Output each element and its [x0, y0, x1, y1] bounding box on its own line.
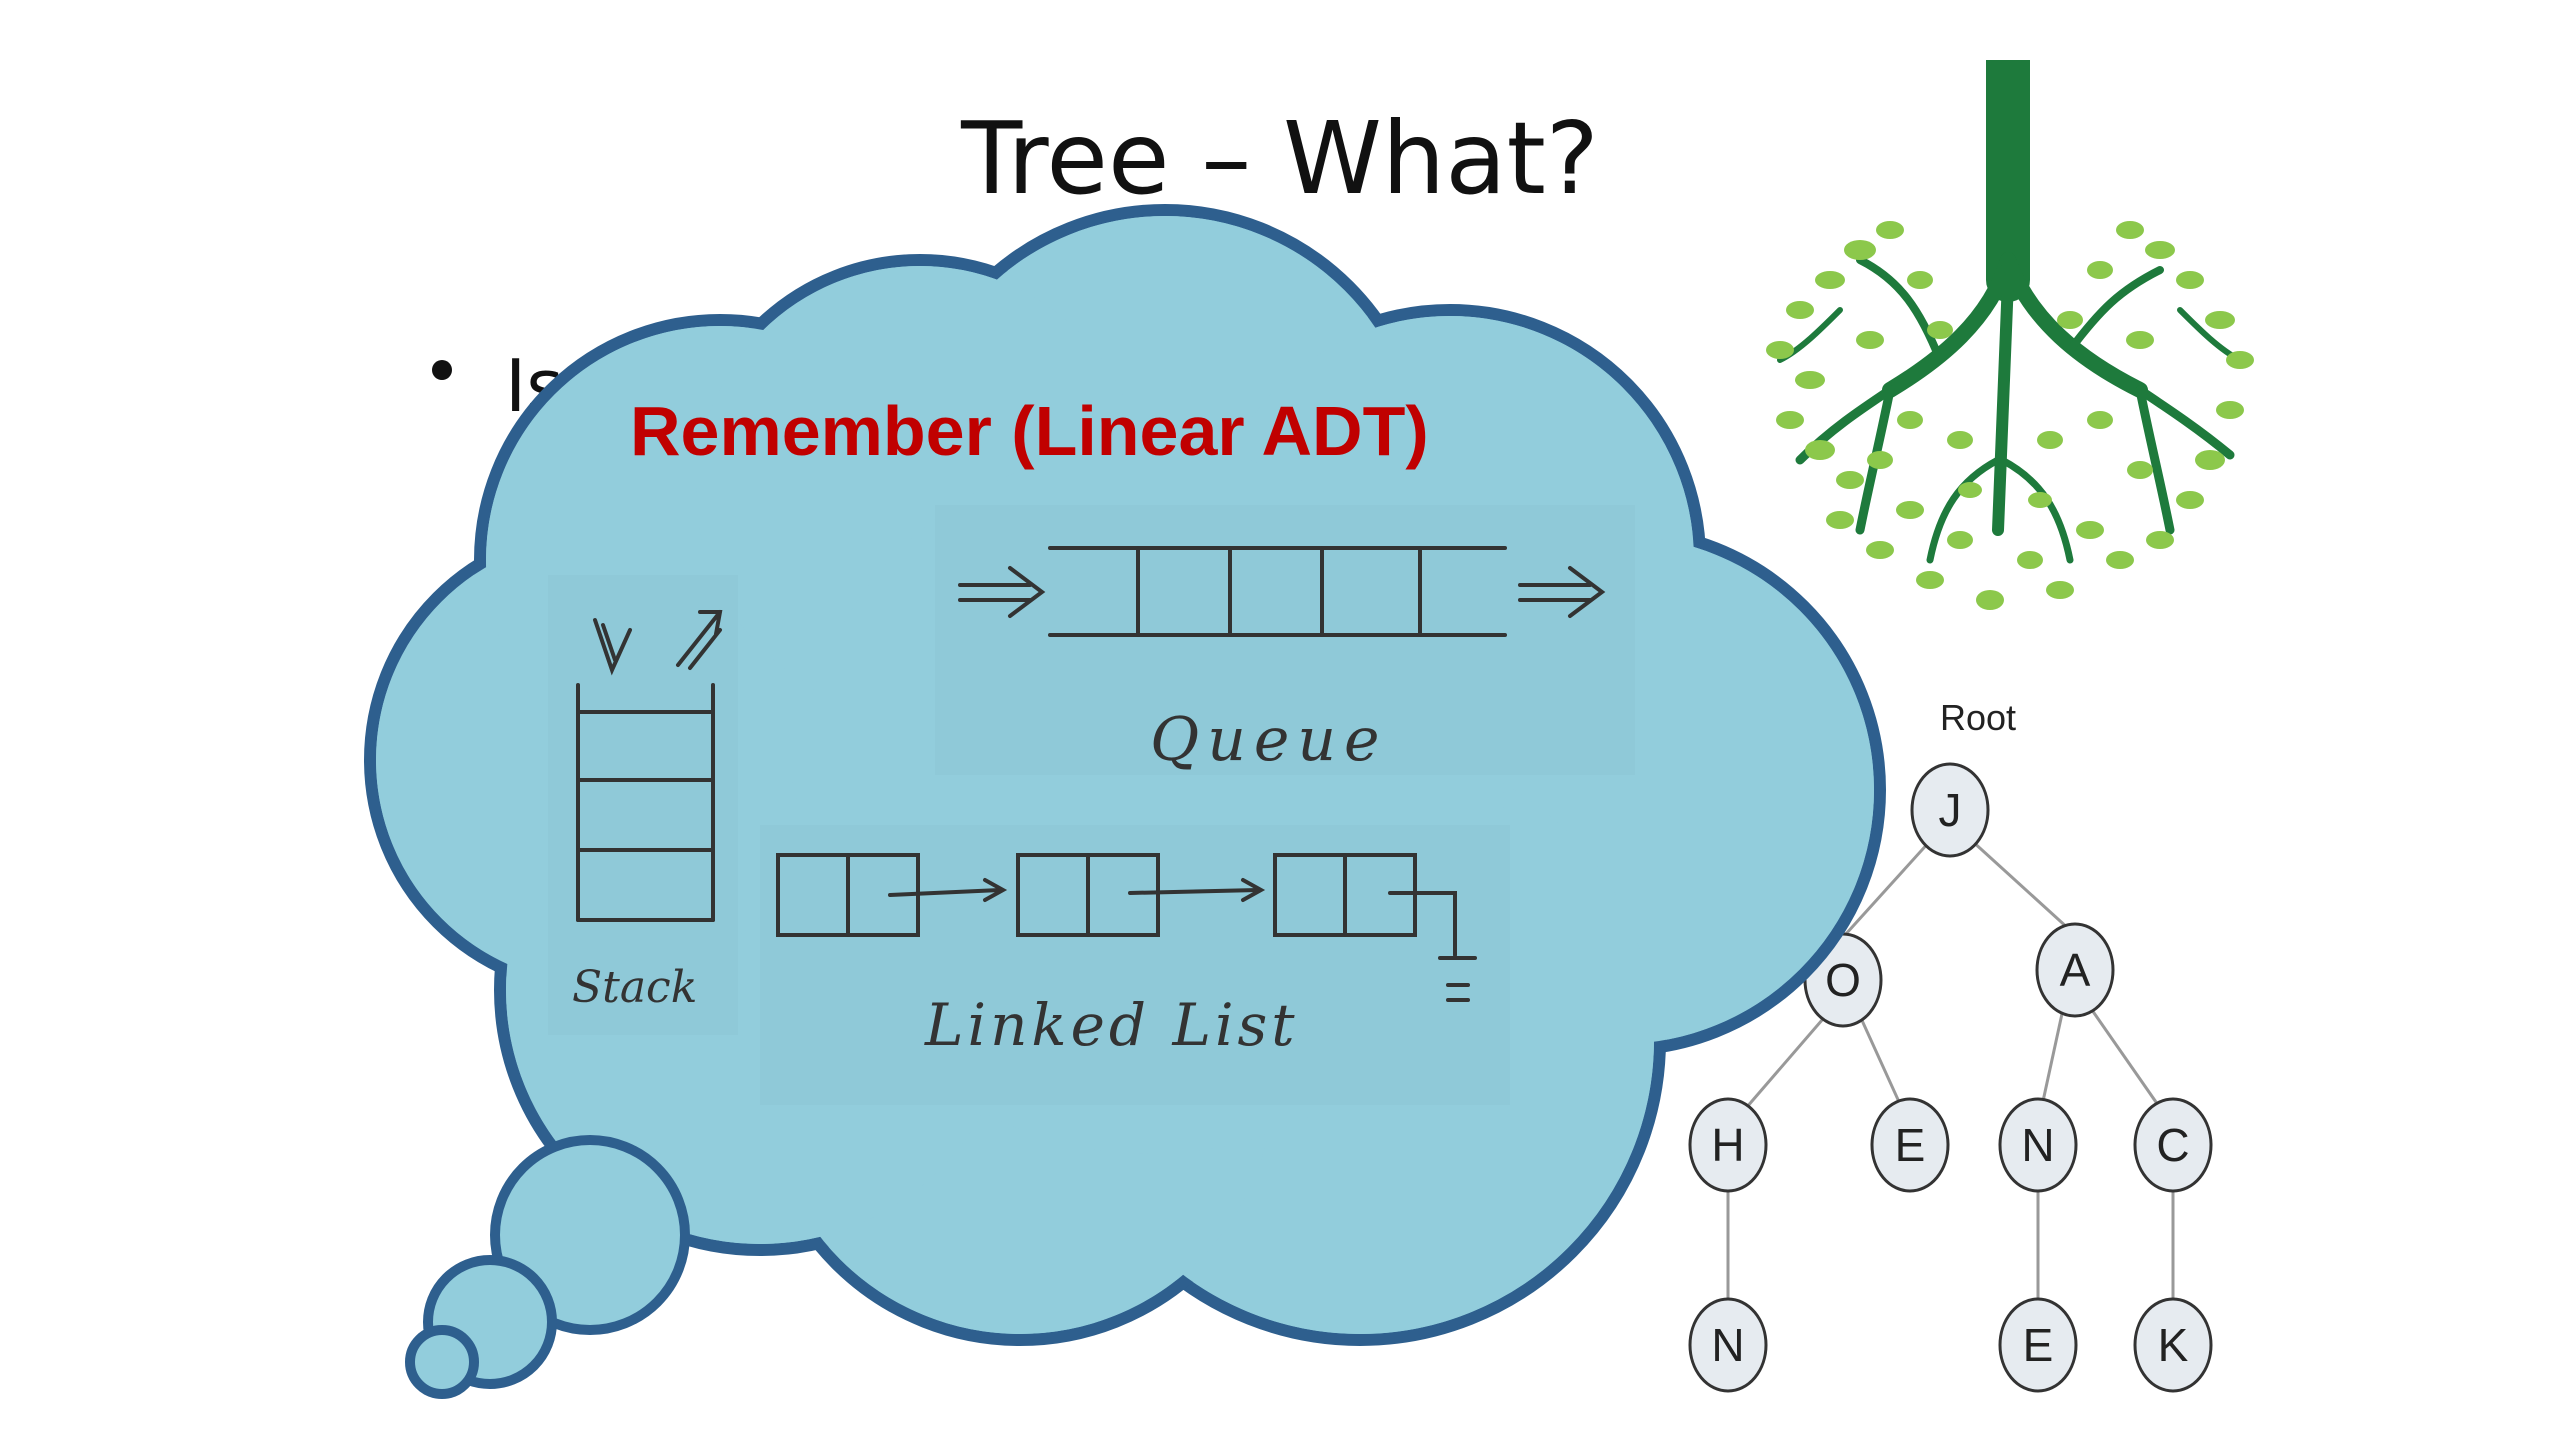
tree-node: E [1870, 1097, 1950, 1193]
svg-text:C: C [2156, 1119, 2189, 1171]
slide-title: Tree – What? [560, 100, 2000, 217]
tree-node: C [2133, 1097, 2213, 1193]
root-label: Root [1940, 697, 2016, 738]
tree-node: H [1688, 1097, 1768, 1193]
tree-edges [1726, 828, 2175, 1315]
svg-text:H: H [1711, 1119, 1744, 1171]
svg-text:A: A [2060, 944, 2091, 996]
svg-text:N: N [2021, 1119, 2054, 1171]
tree-node: K [2133, 1297, 2213, 1393]
tree-node: N [1998, 1097, 2078, 1193]
tree-node: E [1998, 1297, 2078, 1393]
svg-text:N: N [1711, 1319, 1744, 1371]
tree-node: A [2035, 922, 2115, 1018]
svg-text:E: E [1895, 1119, 1926, 1171]
svg-text:O: O [1825, 954, 1861, 1006]
cloud-tail-bubbles [405, 1135, 690, 1399]
tree-diagram: Root J O A H E [1688, 697, 2213, 1393]
slide-title-text: Tree – What? [961, 100, 1599, 217]
stack-sketch [548, 575, 738, 1035]
tree-node: N [1688, 1297, 1768, 1393]
tree-node: J [1910, 762, 1990, 858]
queue-sketch [935, 505, 1635, 775]
tree-illustration [1766, 60, 2254, 610]
linked-list-sketch [760, 825, 1510, 1105]
tree-leaves [1766, 221, 2254, 610]
queue-label: Queue [1150, 705, 1388, 775]
bullet-marker [432, 360, 452, 380]
linked-list-label: Linked List [924, 991, 1299, 1059]
callout-heading: Remember (Linear ADT) [630, 392, 1429, 470]
tree-nodes: J O A H E N C N [1688, 762, 2213, 1393]
svg-text:E: E [2023, 1319, 2054, 1371]
svg-text:K: K [2158, 1319, 2189, 1371]
stack-label: Stack [572, 962, 697, 1013]
svg-text:J: J [1939, 784, 1962, 836]
